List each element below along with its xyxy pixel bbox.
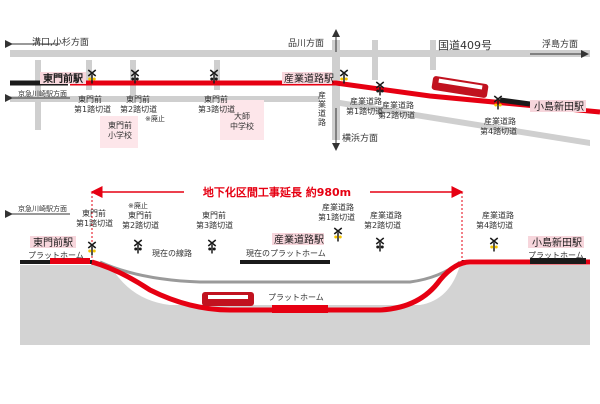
platform-label-right: プラットホーム <box>528 251 584 260</box>
direction-shinagawa: 品川方面 <box>288 37 324 49</box>
top-map: 溝口,小杉方面 品川方面 国道409号 浮島方面 京急川崎駅方面 横浜方面 東門… <box>4 29 600 151</box>
station-label-bg-sangyo <box>282 72 332 84</box>
school-elementary-l2: 小学校 <box>108 130 132 140</box>
crossing-hm2-l1: 東門前 <box>126 94 150 104</box>
train-top <box>431 76 489 98</box>
station-label-bg-higashimonzen <box>40 72 86 84</box>
bottom-station-higashimonzen: 東門前駅 <box>33 236 73 249</box>
b-crossing-hm1-l1: 東門前 <box>82 208 106 218</box>
new-underground-line <box>91 259 590 313</box>
station-bg-sangyo-bottom <box>272 233 324 245</box>
crossing-sd2-l1: 産業道路 <box>382 100 414 110</box>
b-crossing-icon-sd2 <box>375 237 385 252</box>
crossing-hm1-l2: 第1踏切道 <box>74 104 111 114</box>
b-crossing-hm3-l1: 東門前 <box>202 210 226 220</box>
station-bg-kojima-bottom <box>528 236 584 248</box>
crossing-hm3-l2: 第3踏切道 <box>198 104 235 114</box>
direction-mizonokuchi: 溝口,小杉方面 <box>32 36 89 48</box>
current-track-label: 現在の線路 <box>152 248 192 258</box>
b-crossing-hm1-l2: 第1踏切道 <box>76 218 113 228</box>
platform-label-left: プラットホーム <box>28 251 84 260</box>
bottom-station-sangyo-doro: 産業道路駅 <box>274 233 324 246</box>
bottom-section: 地下化区間工事延長 約980m 京急川崎駅方面 東門前駅 プラットホーム 産業道… <box>4 184 590 345</box>
b-crossing-sd1-l2: 第1踏切道 <box>318 212 355 222</box>
crossing-sd4-l1: 産業道路 <box>484 116 516 126</box>
road-v1 <box>35 60 41 130</box>
b-crossing-sd2-l2: 第2踏切道 <box>364 220 401 230</box>
sangyo-road <box>332 40 340 140</box>
crossing-hm2-l2: 第2踏切道 <box>120 104 157 114</box>
crossing-hm3-l1: 東門前 <box>204 94 228 104</box>
crossing-sd4-l2: 第4踏切道 <box>480 126 517 136</box>
underground-platform-label: プラットホーム <box>268 293 324 302</box>
school-elementary-l1: 東門前 <box>108 120 132 130</box>
b-crossing-icon-hm3 <box>207 239 217 254</box>
train-windows-bottom <box>208 295 248 299</box>
sangyo-road-v1: 産 <box>318 90 326 100</box>
lower-road-left <box>10 96 320 102</box>
b-crossing-sd1-l1: 産業道路 <box>322 202 354 212</box>
crossing-sd1-l1: 産業道路 <box>350 96 382 106</box>
sangyo-road-v3: 道 <box>318 108 326 118</box>
station-higashimonzen: 東門前駅 <box>43 72 84 85</box>
current-platform-label: 現在のプラットホーム <box>246 248 326 258</box>
station-bg-higashimonzen-bottom <box>30 236 76 248</box>
current-track <box>99 260 461 284</box>
b-crossing-hm3-l2: 第3踏切道 <box>196 220 233 230</box>
sangyo-road-v2: 業 <box>318 99 326 109</box>
junior-high-area <box>220 100 264 140</box>
road-v6 <box>430 40 436 70</box>
b-crossing-hm2-l2: 第2踏切道 <box>122 220 159 230</box>
upper-road <box>10 50 590 57</box>
b-crossing-icon-hm2 <box>133 239 143 254</box>
road-v5 <box>372 40 378 80</box>
b-crossing-icon-sd4 <box>489 237 499 252</box>
crossing-hm1-l1: 東門前 <box>78 94 102 104</box>
station-label-bg-kojima <box>530 100 586 112</box>
b-crossing-icon-sd1 <box>333 227 343 242</box>
title-bg <box>184 184 370 200</box>
b-crossing-sd2-l1: 産業道路 <box>370 210 402 220</box>
lower-right-road <box>340 100 590 146</box>
b-crossing-sd4-l1: 産業道路 <box>482 210 514 220</box>
train-bottom <box>202 292 254 306</box>
road-name: 国道409号 <box>438 38 492 52</box>
school-junior-l1: 大師 <box>234 111 250 121</box>
b-crossing-abolished: ※廃止 <box>128 201 148 210</box>
elementary-school-area <box>100 116 138 148</box>
station-sangyo-doro: 産業道路駅 <box>284 72 334 85</box>
section-title: 地下化区間工事延長 約980m <box>203 185 351 199</box>
direction-yokohama: 横浜方面 <box>342 132 378 144</box>
crossing-hm2-abolished: ※廃止 <box>145 114 165 123</box>
bottom-direction: 京急川崎駅方面 <box>18 204 67 213</box>
sangyo-road-v4: 路 <box>318 117 326 127</box>
direction-keikyu-kawasaki: 京急川崎駅方面 <box>18 89 67 98</box>
crossing-sd1-l2: 第1踏切道 <box>346 106 383 116</box>
bottom-station-kojima-shinden: 小島新田駅 <box>532 236 582 249</box>
crossing-sd2-l2: 第2踏切道 <box>378 110 415 120</box>
track-black-right <box>499 97 531 107</box>
b-crossing-hm2-l1: 東門前 <box>128 210 152 220</box>
direction-ukishima: 浮島方面 <box>542 38 578 50</box>
platform-higashimonzen <box>50 258 90 264</box>
train-windows <box>438 78 483 90</box>
station-kojima-shinden: 小島新田駅 <box>534 100 584 113</box>
school-junior-l2: 中学校 <box>230 121 254 131</box>
b-crossing-sd4-l2: 第4踏切道 <box>476 220 513 230</box>
rail-line-top <box>70 80 600 115</box>
new-platform <box>272 305 328 313</box>
underground-opening <box>92 265 460 305</box>
platform-kojima <box>530 258 586 264</box>
